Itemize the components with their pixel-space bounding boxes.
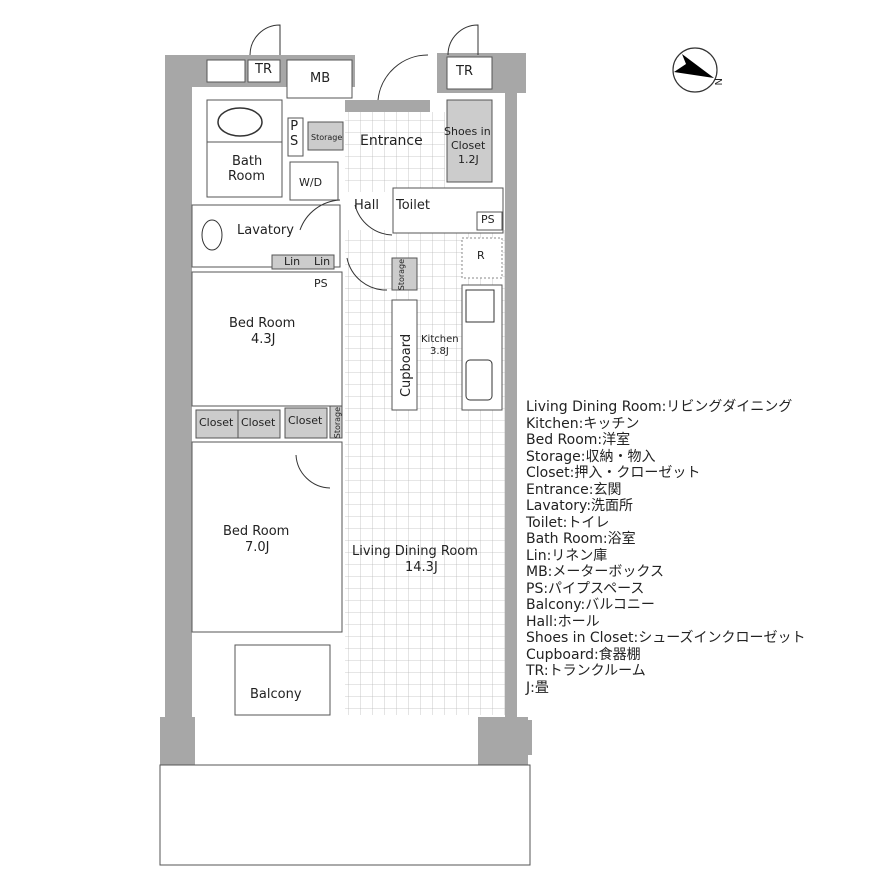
- bath-label-2: Room: [228, 169, 266, 184]
- cupboard-label: Cupboard: [399, 333, 415, 398]
- legend-item: Lavatory:洗面所: [526, 498, 634, 514]
- toilet-label: Toilet: [396, 198, 431, 213]
- legend-item: Cupboard:食器棚: [526, 646, 641, 663]
- legend-item: Living Dining Room:リビングダイニング: [526, 399, 793, 415]
- bed-room-2-label: Bed Room: [223, 524, 290, 539]
- legend-item: Storage:収納・物入: [526, 448, 656, 465]
- ldk-label: Living Dining Room: [352, 544, 478, 559]
- entrance-label: Entrance: [360, 133, 423, 149]
- shoes-closet-size: 1.2J: [458, 153, 479, 166]
- ldk-size: 14.3J: [405, 560, 438, 575]
- tr-label-1: TR: [255, 62, 272, 77]
- walls: [160, 53, 532, 767]
- storage-bed-label: Storage: [333, 406, 343, 439]
- legend-item: Shoes in Closet:シューズインクローゼット: [526, 630, 806, 646]
- shoes-closet-label-2: Closet: [451, 139, 486, 152]
- north-compass-icon: [672, 47, 718, 93]
- closet-label-3: Closet: [288, 414, 323, 427]
- compass-north-label: N: [713, 78, 725, 86]
- bed-room-1-size: 4.3J: [251, 332, 276, 347]
- lin-label-1: Lin: [284, 255, 301, 268]
- legend-item: Toilet:トイレ: [526, 514, 610, 531]
- mb-label: MB: [310, 71, 331, 86]
- lavatory-label: Lavatory: [237, 223, 294, 238]
- lin-label-2: Lin: [314, 255, 331, 268]
- ps-mid-label: PS: [314, 277, 328, 290]
- legend-item: PS:パイプスペース: [526, 580, 645, 597]
- legend-item: Bath Room:浴室: [526, 531, 636, 547]
- ps-toilet-label: PS: [481, 213, 495, 226]
- balcony-label: Balcony: [250, 687, 302, 702]
- legend-item: Kitchen:キッチン: [526, 415, 640, 432]
- legend-item: Bed Room:洋室: [526, 432, 631, 448]
- kitchen-size: 3.8J: [430, 346, 449, 357]
- closet-label-2: Closet: [241, 416, 276, 429]
- fridge-label: R: [477, 249, 485, 262]
- legend: Living Dining Room:リビングダイニング Kitchen:キッチ…: [526, 399, 806, 696]
- closet-label-1: Closet: [199, 416, 234, 429]
- legend-item: Lin:リネン庫: [526, 547, 608, 564]
- shoes-closet-label: Shoes in: [444, 125, 491, 138]
- legend-item: MB:メーターボックス: [526, 564, 664, 580]
- legend-item: Entrance:玄関: [526, 481, 622, 498]
- kitchen-label: Kitchen: [421, 334, 459, 345]
- hall-label: Hall: [354, 198, 379, 213]
- storage-hall-label: Storage: [397, 258, 407, 291]
- legend-item: Hall:ホール: [526, 613, 600, 630]
- legend-item: TR:トランクルーム: [526, 663, 646, 679]
- bath-label: Bath: [232, 154, 263, 169]
- tr-label-2: TR: [456, 64, 473, 79]
- wd-label: W/D: [299, 176, 323, 189]
- bed-room-1-label: Bed Room: [229, 316, 296, 331]
- ps-label-top: P S: [290, 119, 299, 149]
- legend-item: Balcony:バルコニー: [526, 597, 655, 613]
- storage-entrance-label: Storage: [311, 133, 343, 142]
- legend-item: J:畳: [526, 679, 549, 696]
- legend-item: Closet:押入・クローゼット: [526, 465, 701, 481]
- bed-room-2-size: 7.0J: [245, 540, 270, 555]
